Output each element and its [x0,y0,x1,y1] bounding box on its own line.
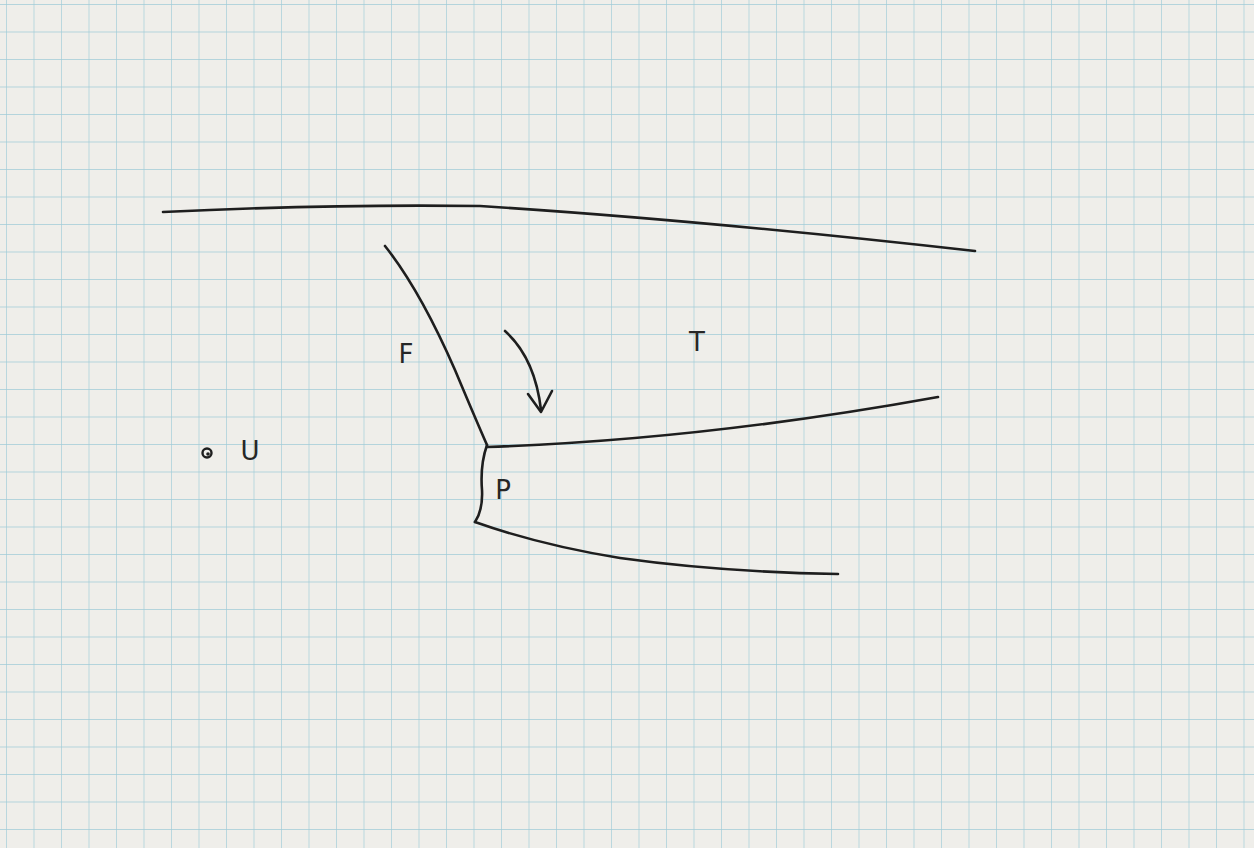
top-line [163,206,975,251]
part-label: T [689,329,705,355]
middle-line [487,397,938,447]
part-label: F [399,341,414,367]
p-edge [475,445,487,522]
arrow-head [528,391,552,412]
point-dot [206,452,210,456]
part-label: U [240,438,259,464]
front-curve [385,246,487,445]
part-label: P [495,477,511,503]
motion-arrow [505,331,541,410]
bottom-line [475,522,838,574]
point-marker [203,449,212,458]
